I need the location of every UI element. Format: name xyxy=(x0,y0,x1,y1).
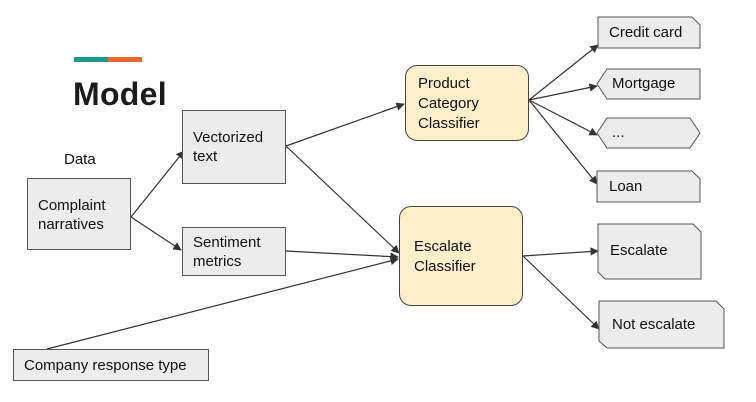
output-tag-not-escalate xyxy=(598,300,725,349)
edge-vectorized-product xyxy=(285,102,405,147)
output-label-credit-card: Credit card xyxy=(609,24,683,41)
edge-product-mortgage xyxy=(528,83,598,101)
title-accent-bar xyxy=(74,57,142,62)
node-product-category-classifier: Product Category Classifier xyxy=(405,65,529,141)
edge-product-creditcard xyxy=(528,44,599,101)
output-tag-mortgage xyxy=(596,68,701,100)
output-label-mortgage: Mortgage xyxy=(612,75,676,92)
data-label: Data xyxy=(64,151,96,168)
node-company-response-type: Company response type xyxy=(13,349,209,381)
output-label-ellipsis: ... xyxy=(612,124,625,141)
node-vectorized-text: Vectorized text xyxy=(182,110,286,184)
accent-orange xyxy=(108,57,142,62)
accent-teal xyxy=(74,57,108,62)
edge-sentiment-escalate xyxy=(285,250,399,261)
edge-complaints-sentiment xyxy=(130,216,182,251)
output-label-loan: Loan xyxy=(609,178,643,195)
output-tag-credit-card xyxy=(597,16,701,49)
output-label-escalate: Escalate xyxy=(610,242,668,259)
node-complaint-narratives: Complaint narratives xyxy=(27,178,131,250)
edge-product-ellipsis xyxy=(528,99,598,136)
edge-product-loan xyxy=(528,99,598,185)
output-tag-ellipsis xyxy=(596,117,701,149)
edge-escalate-escalate xyxy=(522,247,599,257)
edge-vectorized-escalate xyxy=(285,145,400,254)
output-tag-loan xyxy=(596,170,701,203)
page-title: Model xyxy=(73,76,167,112)
node-sentiment-metrics: Sentiment metrics xyxy=(182,227,286,276)
output-tag-escalate xyxy=(597,223,702,280)
edge-complaints-vectorized xyxy=(130,150,185,218)
edge-company-escalate xyxy=(46,256,399,350)
node-escalate-classifier: Escalate Classifier xyxy=(399,206,523,306)
edge-escalate-notescalate xyxy=(522,255,600,330)
output-label-not-escalate: Not escalate xyxy=(612,316,696,333)
